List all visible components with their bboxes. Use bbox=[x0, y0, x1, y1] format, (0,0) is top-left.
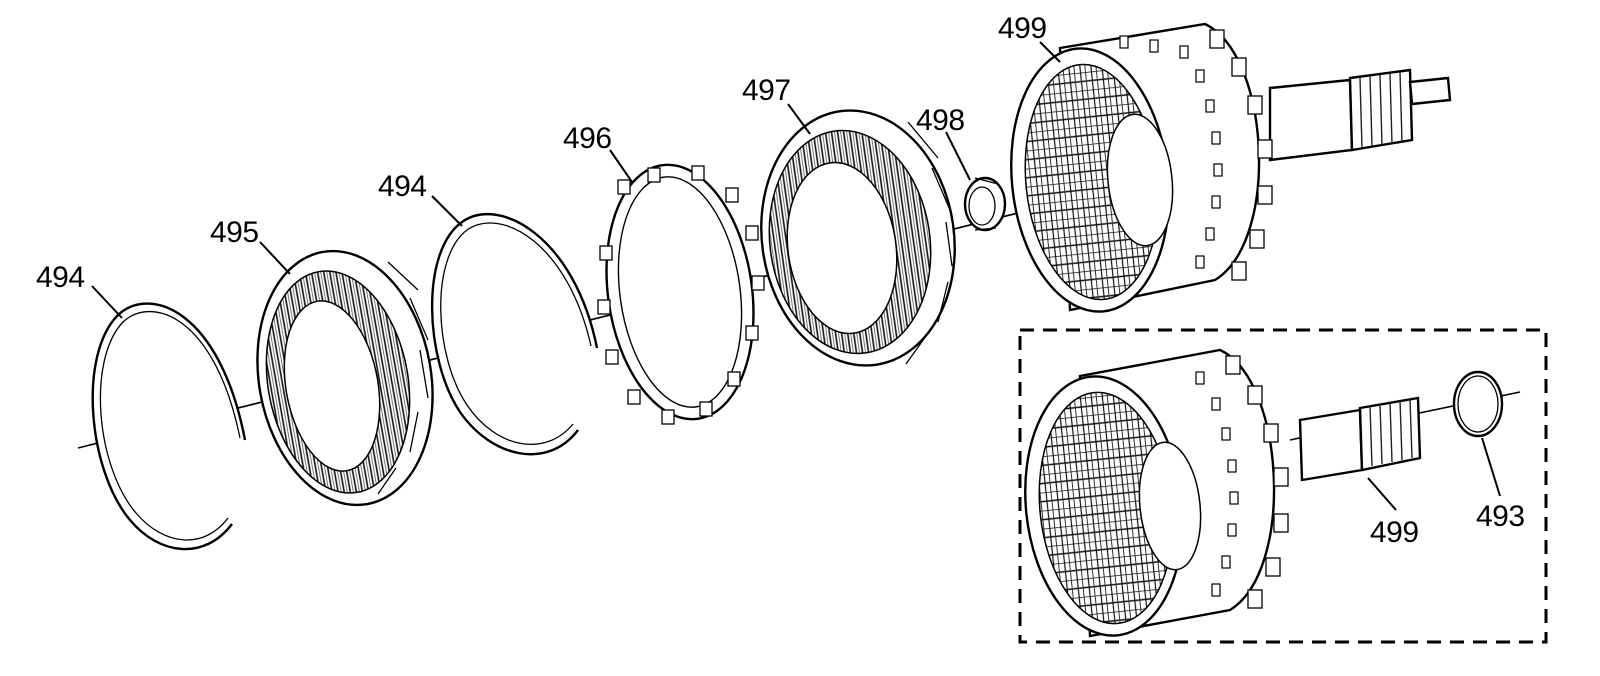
backing-ring-495 bbox=[256, 249, 434, 507]
leader-497 bbox=[787, 103, 811, 135]
leader-499-top bbox=[1039, 41, 1061, 63]
callout-494-right: 494 bbox=[378, 170, 427, 203]
clutch-plate-496 bbox=[597, 163, 765, 425]
leader-498 bbox=[945, 131, 971, 181]
leader-499-detail bbox=[1367, 477, 1397, 511]
o-ring-493 bbox=[1452, 370, 1504, 438]
input-housing-499 bbox=[1010, 22, 1452, 313]
thrust-washer-498 bbox=[963, 176, 1007, 232]
leader-494-left bbox=[91, 285, 123, 319]
snap-ring-494-right bbox=[430, 212, 599, 456]
detail-input-housing-499 bbox=[1024, 348, 1521, 638]
detail-inset-frame bbox=[1018, 328, 1548, 644]
snap-ring-494-left bbox=[91, 302, 247, 551]
callout-499-detail: 499 bbox=[1370, 516, 1419, 549]
callout-494-left: 494 bbox=[36, 261, 85, 294]
callout-496: 496 bbox=[563, 122, 612, 155]
callout-498: 498 bbox=[916, 104, 965, 137]
reaction-ring-497 bbox=[760, 109, 956, 367]
callout-497: 497 bbox=[742, 74, 791, 107]
callout-493: 493 bbox=[1476, 500, 1525, 533]
callout-499-top: 499 bbox=[998, 12, 1047, 45]
callout-495: 495 bbox=[210, 216, 259, 249]
leader-494-right bbox=[431, 195, 463, 227]
leader-496 bbox=[609, 149, 633, 183]
leader-495 bbox=[259, 241, 291, 275]
leader-493 bbox=[1481, 437, 1501, 497]
